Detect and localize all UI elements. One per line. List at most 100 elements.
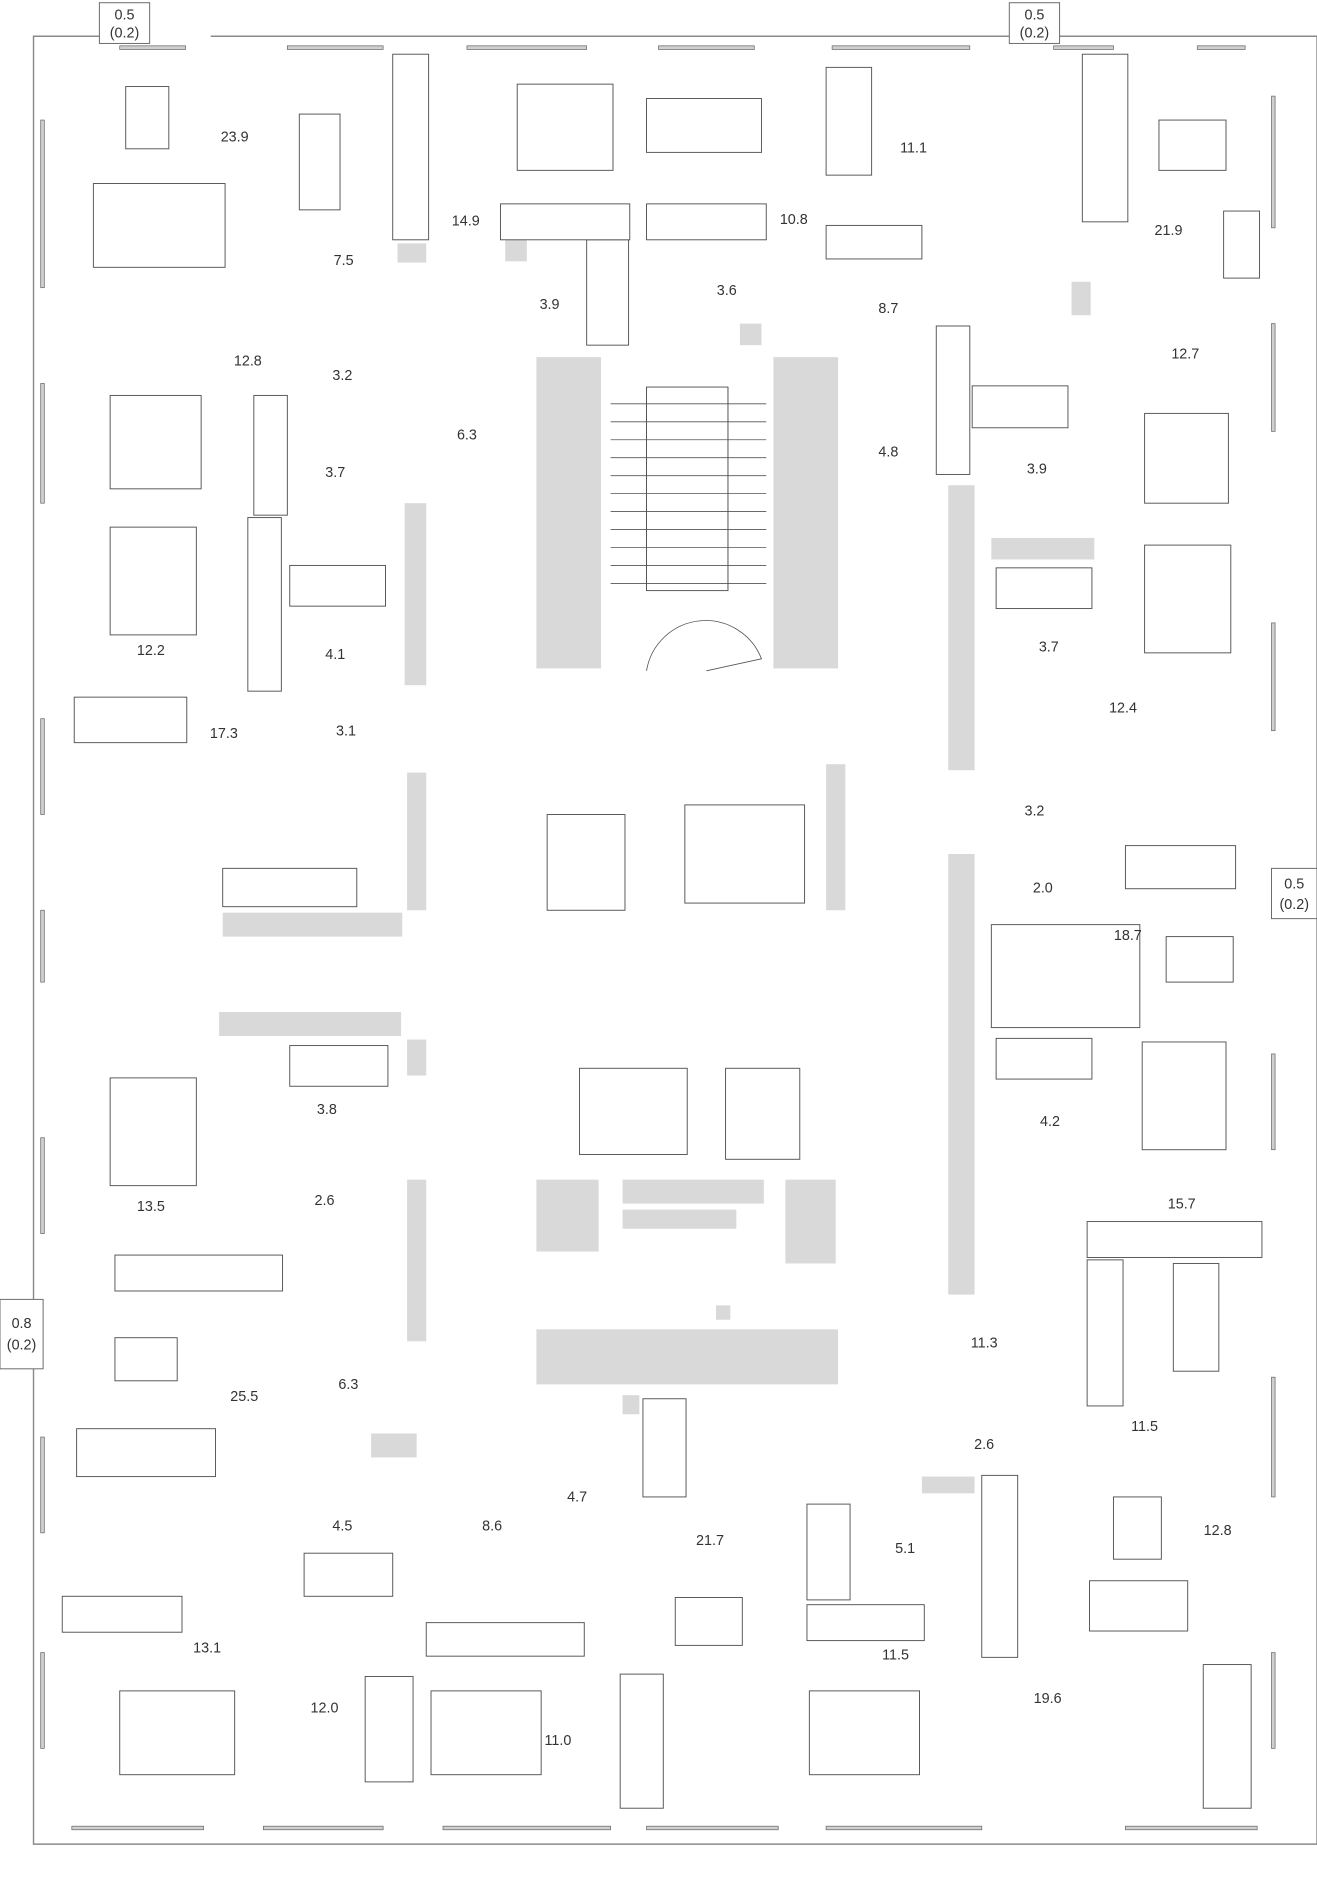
- table: [674, 1597, 743, 1646]
- bathtub: [303, 1552, 394, 1597]
- shaft: [785, 1179, 836, 1264]
- room-area: 11.0: [544, 1733, 571, 1749]
- window: [1196, 45, 1246, 50]
- room-area: 6.3: [338, 1377, 358, 1393]
- bathtub: [289, 564, 387, 607]
- bathtub: [995, 1037, 1093, 1080]
- sofa: [1081, 53, 1129, 223]
- room-area: 6.3: [457, 428, 477, 444]
- balcony-right: 0.5 (0.2): [1271, 867, 1317, 920]
- balcony-area-sub: (0.2): [1279, 897, 1309, 913]
- shaft: [921, 1476, 975, 1494]
- room-area: 8.6: [482, 1518, 502, 1534]
- window: [40, 119, 45, 289]
- room-area: 3.1: [336, 723, 356, 739]
- bed: [825, 66, 873, 176]
- window: [40, 383, 45, 504]
- balcony-area: 0.5: [1024, 7, 1044, 23]
- room-area: 19.6: [1034, 1691, 1062, 1707]
- window: [1271, 323, 1276, 432]
- room-area: 13.1: [193, 1641, 221, 1657]
- sofa: [1124, 845, 1237, 890]
- sofa: [619, 1673, 664, 1809]
- table: [125, 86, 170, 150]
- elevators: [546, 804, 806, 1160]
- balcony-area-sub: (0.2): [1020, 25, 1050, 41]
- window: [466, 45, 588, 50]
- window: [1271, 622, 1276, 732]
- room-labels: 23.9 7.5 14.9 3.9 3.6 10.8 11.1 8.7 21.9…: [137, 130, 1232, 1749]
- bathtub: [971, 385, 1069, 429]
- shaft: [536, 1179, 599, 1252]
- shaft: [773, 357, 839, 669]
- room-area: 11.3: [971, 1335, 998, 1351]
- kitchen: [990, 924, 1141, 1029]
- outer-wall: [32, 35, 1317, 1845]
- bathtub: [806, 1503, 851, 1601]
- room-area: 18.7: [1114, 928, 1142, 944]
- balcony-top-left: 0.5 (0.2): [98, 2, 151, 44]
- table: [1089, 1580, 1189, 1632]
- kitchen: [981, 1474, 1019, 1658]
- room-area: 12.2: [137, 643, 165, 659]
- balcony-box: [0, 1298, 44, 1370]
- windows: [40, 45, 1276, 1831]
- room-area: 17.3: [210, 726, 238, 742]
- room-area: 4.1: [325, 647, 345, 663]
- room-area: 2.6: [314, 1193, 334, 1209]
- room-area: 10.8: [780, 212, 808, 228]
- stair-door-arc: [646, 620, 763, 672]
- room-area: 3.9: [1027, 461, 1047, 477]
- wardrobe: [253, 394, 288, 516]
- table: [298, 113, 341, 211]
- window: [658, 45, 755, 50]
- staircase: [610, 386, 767, 672]
- window: [1271, 95, 1276, 229]
- window: [71, 1825, 204, 1831]
- kitchen: [1223, 210, 1261, 279]
- wardrobe: [646, 203, 767, 241]
- shaft: [948, 853, 975, 1295]
- shaft: [622, 1209, 737, 1229]
- shaft: [991, 537, 1095, 560]
- room-area: 3.7: [1039, 640, 1059, 656]
- room-area: 5.1: [895, 1541, 915, 1557]
- room-area: 3.2: [1024, 804, 1044, 820]
- room-area: 3.2: [332, 368, 352, 384]
- wardrobe: [1086, 1259, 1124, 1407]
- bed: [1172, 1262, 1220, 1372]
- wardrobe: [1086, 1221, 1263, 1258]
- shaft: [739, 323, 762, 346]
- room-area: 21.7: [696, 1533, 724, 1549]
- wardrobe: [935, 325, 971, 475]
- balcony-area-sub: (0.2): [7, 1338, 37, 1354]
- room-area: 11.5: [1131, 1419, 1158, 1435]
- bathtub: [586, 239, 630, 346]
- elevator: [684, 804, 806, 904]
- room-area: 12.7: [1171, 346, 1199, 362]
- balcony-area: 0.5: [115, 7, 135, 23]
- bed: [808, 1690, 920, 1776]
- bed: [1144, 544, 1232, 654]
- window: [40, 1652, 45, 1749]
- balcony-box: [1271, 867, 1317, 920]
- balcony-top-right: 0.5 (0.2): [1008, 2, 1061, 44]
- shaft: [407, 1179, 427, 1342]
- shaft: [826, 764, 846, 911]
- bathtub: [289, 1045, 389, 1087]
- bed: [1141, 1041, 1227, 1151]
- window: [1271, 1376, 1276, 1498]
- room-area: 8.7: [878, 301, 898, 317]
- stair-steps: [610, 387, 767, 591]
- window: [119, 45, 186, 50]
- balcony-box: [98, 2, 151, 44]
- kitchen: [222, 867, 358, 908]
- table: [1165, 936, 1234, 983]
- elevator: [579, 1067, 688, 1155]
- bathtub: [642, 1398, 687, 1498]
- balcony-left: 0.8 (0.2): [0, 1298, 44, 1370]
- room-area: 3.7: [325, 465, 345, 481]
- table: [1112, 1496, 1162, 1560]
- bed: [1144, 412, 1229, 504]
